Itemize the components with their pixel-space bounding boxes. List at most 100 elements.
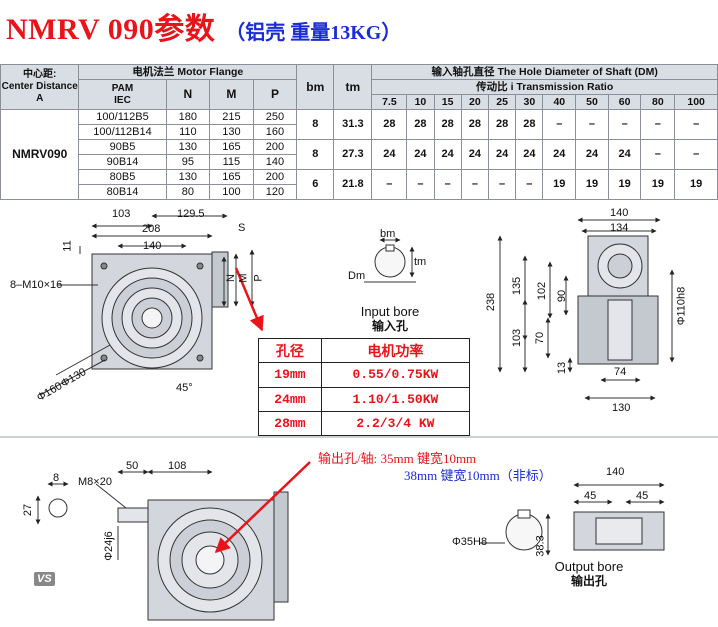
output-dim-38-3: 38.3 <box>534 535 547 557</box>
dim-11: 11 <box>61 240 74 252</box>
power-header-bore: 孔径 <box>258 337 322 364</box>
vs-badge: VS <box>34 572 55 586</box>
tm-cell: 27.3 <box>333 139 373 170</box>
pam-cell: 100/112B5 <box>78 109 167 125</box>
bore-cell: 28 <box>515 109 544 140</box>
side-dim-90: 90 <box>556 289 569 303</box>
p-header: P <box>252 79 298 110</box>
side-dim-103: 103 <box>511 328 524 348</box>
side-dim-134: 134 <box>610 222 629 234</box>
title-sub: （铝壳 重量13KG） <box>225 22 402 44</box>
ratio-header-cell: 100 <box>674 94 718 110</box>
dim-140: 140 <box>143 240 162 252</box>
bm-cell: 8 <box>296 109 335 140</box>
bore-cell: – <box>542 109 577 140</box>
input-dm: Dm <box>348 270 366 282</box>
side-view-drawing <box>497 217 675 401</box>
power-value: 1.10/1.50KW <box>320 386 471 412</box>
ratio-header-cell: 80 <box>640 94 676 110</box>
side-dim-135: 135 <box>511 276 524 296</box>
bm-cell: 8 <box>296 139 335 170</box>
bore-cell: 24 <box>515 139 544 170</box>
bore-cell: – <box>674 139 718 170</box>
bore-cell: 28 <box>487 109 517 140</box>
tm-cell: 21.8 <box>333 169 373 200</box>
input-bm: bm <box>380 228 396 240</box>
power-bore: 24mm <box>258 386 322 412</box>
n-cell: 110 <box>165 124 211 140</box>
bolt-label: 8–M10×16 <box>10 279 63 291</box>
p-cell: 140 <box>252 154 298 170</box>
pam-cell: 90B5 <box>78 139 167 155</box>
pam-cell: 100/112B14 <box>78 124 167 140</box>
side-dim-238: 238 <box>485 292 498 312</box>
bore-cell: – <box>575 109 609 140</box>
bottom-dim-50: 50 <box>126 460 139 472</box>
p-cell: 160 <box>252 124 298 140</box>
input-tm: tm <box>414 256 427 268</box>
input-bore-drawing <box>364 237 416 283</box>
output-dim-45a: 45 <box>584 490 597 502</box>
bore-cell: 28 <box>371 109 408 140</box>
bore-cell: 19 <box>575 169 609 200</box>
bore-cell: – <box>640 139 676 170</box>
bottom-dim-24j6: Φ24j6 <box>102 531 115 561</box>
pam-cell: 80B5 <box>78 169 167 185</box>
m-cell: 100 <box>209 184 254 200</box>
tm-cell: 31.3 <box>333 109 373 140</box>
output-note-line1: 输出孔/轴: 35mm 键宽10mm <box>318 451 477 466</box>
label-m: M <box>237 273 250 283</box>
ratio-header-cell: 60 <box>607 94 642 110</box>
bore-cell: 24 <box>433 139 462 170</box>
n-cell: 80 <box>165 184 211 200</box>
bore-cell: – <box>607 109 642 140</box>
n-cell: 95 <box>165 154 211 170</box>
side-dim-102: 102 <box>536 281 549 301</box>
label-s: S <box>238 222 246 234</box>
bore-cell: – <box>406 169 435 200</box>
bottom-dim-m8: M8×20 <box>78 476 112 488</box>
bore-cell: – <box>515 169 544 200</box>
side-dim-70: 70 <box>534 331 547 345</box>
page-title: NMRV 090参数 （铝壳 重量13KG） <box>6 4 401 48</box>
model-cell: NMRV090 <box>0 109 80 200</box>
m-cell: 215 <box>209 109 254 125</box>
side-dim-110h8: Φ110h8 <box>675 286 688 326</box>
label-n: N <box>224 274 237 282</box>
bore-cell: 24 <box>575 139 609 170</box>
output-note-line2: 38mm 键宽10mm（非标） <box>404 468 552 483</box>
red-arrow-output <box>214 461 311 554</box>
bore-cell: 19 <box>607 169 642 200</box>
spec-table: 中心距: Center Distance A 电机法兰 Motor Flange… <box>0 64 718 200</box>
n-header: N <box>165 79 211 110</box>
bore-cell: 24 <box>460 139 490 170</box>
bore-cell: 24 <box>542 139 577 170</box>
p-cell: 200 <box>252 139 298 155</box>
side-dim-130: 130 <box>612 402 631 414</box>
bottom-dim-8: 8 <box>53 472 60 484</box>
output-dim-35h8: Φ35H8 <box>452 536 488 548</box>
power-header-power: 电机功率 <box>320 337 471 364</box>
power-bore: 19mm <box>258 362 322 388</box>
ratio-header-cell: 30 <box>515 94 544 110</box>
power-value: 2.2/3/4 KW <box>320 410 471 437</box>
output-dim-140: 140 <box>606 466 625 478</box>
dim-208: 208 <box>142 223 161 235</box>
tm-header: tm <box>333 64 373 110</box>
n-cell: 130 <box>165 169 211 185</box>
bore-cell: 28 <box>433 109 462 140</box>
power-bore: 28mm <box>258 410 322 437</box>
ratio-header-cell: 40 <box>542 94 577 110</box>
side-dim-13: 13 <box>556 361 569 375</box>
ratio-header-cell: 50 <box>575 94 609 110</box>
side-dim-140: 140 <box>610 207 629 219</box>
bottom-dim-108: 108 <box>168 460 187 472</box>
pam-cell: 90B14 <box>78 154 167 170</box>
n-cell: 130 <box>165 139 211 155</box>
front-view-drawing <box>39 213 255 396</box>
